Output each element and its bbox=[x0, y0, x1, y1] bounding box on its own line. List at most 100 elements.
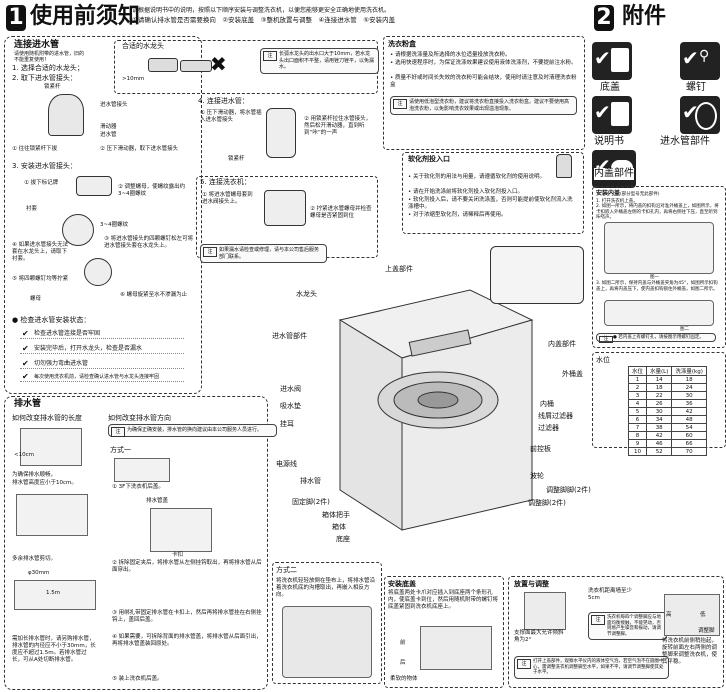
inlet-step-2: 2. 取下进水管接头： bbox=[12, 74, 77, 82]
inner-lid-title: 安装内盖(部分型号无此部件) bbox=[596, 189, 660, 198]
sub-step-1: ① 往往锁紧杆下拔 bbox=[12, 146, 58, 152]
washer-diagram bbox=[338, 289, 534, 531]
detergent-section bbox=[383, 36, 585, 150]
intro-line-1: 请根据说明书中的说明，按照以下顺序安装与调整洗衣机，以便您能够更安全正确地使用洗… bbox=[132, 7, 391, 14]
step-3-1: ① 拔下标记牌 bbox=[24, 180, 59, 186]
placement-illustration bbox=[524, 592, 566, 630]
method-1-step-1: ① 3F下洗衣机后盖。 bbox=[112, 484, 164, 490]
step-3-3: ③ 将进水管接头的四颗螺钉松左可将进水管接头套在水龙头上。 bbox=[104, 236, 194, 249]
note-icon: 注 bbox=[591, 615, 605, 625]
inner-lid-note-text: ● 若内盖上有螺钉孔，请按图示用螺钉固定。 bbox=[613, 335, 704, 340]
accessory-label: 内盖部件 bbox=[594, 168, 634, 180]
leveling-note-text: 洗衣机每四个调整脚应与地面均衡接触，不能晃动，否则易产生噪音和振动，请调节调整脚… bbox=[607, 615, 661, 637]
method-1-label: 方式一 bbox=[110, 446, 131, 454]
table-cell: 30 bbox=[646, 407, 673, 416]
inlet-hose-icon bbox=[695, 102, 717, 130]
table-cell: 46 bbox=[646, 439, 673, 448]
table-cell: 54 bbox=[671, 423, 707, 432]
adjust-foot-illustration bbox=[664, 594, 720, 636]
table-cell: 18 bbox=[671, 375, 707, 384]
multi-cut-label: 多余排水管剪切。 bbox=[12, 556, 57, 562]
base-install-text: 将底盖两处卡爪对应插入到底座两个条形孔内，使底盖卡到位，然后用随机附带的螺钉将底… bbox=[388, 590, 499, 610]
table-cell: 10 bbox=[627, 447, 648, 456]
table-cell: 5 bbox=[627, 407, 648, 416]
inlet-section-title: 连接进水管 bbox=[14, 40, 60, 50]
label-inner-cover: 内盖部件 bbox=[548, 340, 576, 348]
inlet-hose-section bbox=[4, 36, 202, 394]
adjust-note: 将洗衣机前侧稍抬起，旋转前面左右两侧的调整脚来调整洗衣机，使其平稳。 bbox=[662, 638, 718, 665]
lock-lever-label: 锁紧杆 bbox=[44, 84, 61, 90]
inner-lid-title-main: 安装内盖 bbox=[596, 190, 621, 197]
base-install-illustration bbox=[420, 626, 492, 670]
table-cell: 34 bbox=[646, 415, 673, 424]
dispenser-illustration bbox=[490, 246, 584, 304]
lock-lever-label-2: 锁紧杆 bbox=[228, 156, 245, 162]
table-cell: 52 bbox=[646, 447, 673, 456]
softener-section bbox=[402, 152, 584, 234]
check-item: 切勿强力弯曲进水管 bbox=[20, 360, 184, 369]
method-1-step-5: ⑤ 装上洗衣机后盖。 bbox=[112, 676, 163, 682]
nut-label: 螺母 bbox=[30, 296, 42, 302]
faucet-dimension: >10mm bbox=[122, 76, 145, 82]
drain-title: 排水管 bbox=[14, 399, 42, 409]
label-power-cord: 电源线 bbox=[276, 460, 297, 468]
accessory-label: 说明书 bbox=[594, 136, 624, 147]
table-cell: 4 bbox=[627, 399, 648, 408]
check-item: 检查进水管连接是否牢固 bbox=[20, 330, 184, 339]
softener-line: • 软化剂投入后，请不要关闭洗涤盖，否则可能提前使软化剂流入洗涤槽中。 bbox=[408, 197, 573, 210]
label-adjust-feet: 调整脚脚(2件) bbox=[546, 486, 591, 494]
table-cell: 38 bbox=[646, 423, 673, 432]
step-number-badge: 1 bbox=[6, 5, 26, 31]
label-water-seat: 吸水垫 bbox=[280, 402, 301, 410]
long-hose-note: 需加长排水管时，请另购排水管，排水管的内径应不小于30mm，长度应不超过1.5m… bbox=[12, 636, 96, 663]
label-inlet-parts: 进水管部件 bbox=[272, 332, 307, 340]
table-cell: 6 bbox=[627, 415, 648, 424]
inner-lid-fig2-illustration bbox=[604, 300, 714, 326]
step-4-1: ① 压下滑动器，将水管插入进水管接头 bbox=[200, 110, 262, 123]
inner-lid-step-3: 3. 如图二所示，保持内盖与外桶盖夹角为45°，如图所示扣钩盖上，再将内盖压下，… bbox=[596, 281, 718, 292]
softener-line: • 对于浓缩型软化剂，请稀释后再使用。 bbox=[408, 212, 507, 218]
accessory-label: 进水管部件 bbox=[660, 136, 710, 147]
base-install-section bbox=[384, 576, 504, 688]
screw-joint-illustration bbox=[84, 258, 112, 286]
soft-object-label: 柔软的物体 bbox=[390, 676, 418, 682]
sub-step-2: ② 压下滑动器，取下进水管接头 bbox=[100, 146, 179, 152]
accessories-title: 附件 bbox=[622, 4, 667, 29]
table-cell: 7 bbox=[627, 423, 648, 432]
table-cell: 22 bbox=[646, 391, 673, 400]
detergent-note: 注请使用低泡型洗衣粉，建议将洗衣粉直接投入洗衣粉盒。建议不要使用高泡洗衣粉，以免… bbox=[390, 96, 577, 115]
label-feet: 固定脚(2件) bbox=[292, 498, 330, 506]
detergent-line: • 质量不好或时间长失效的洗衣粉可能会结块，使用时请注意及时清理洗衣粉盒 bbox=[390, 75, 577, 88]
joint-illustration bbox=[62, 214, 94, 246]
method-2-label: 方式二 bbox=[276, 566, 297, 574]
table-cell: 36 bbox=[671, 399, 707, 408]
inlet-step-3: 3. 安装进水管接头： bbox=[12, 162, 77, 170]
faucet-note-text: 长弧水龙头的出水口大于10mm，若水龙头出口面积不平整，请用锉刀锉平，以免漏水。 bbox=[279, 51, 375, 70]
tilt-note: 支撑面最大允许倾斜角为2° bbox=[514, 630, 564, 643]
table-cell: 48 bbox=[671, 415, 707, 424]
front-label: 前 bbox=[400, 640, 406, 646]
step-3-2: ② 调整螺母，使螺纹露出约3~4圈螺纹 bbox=[118, 184, 186, 197]
step-3-6: ⑥ 螺母旋紧至水不渗漏为止 bbox=[120, 292, 188, 298]
label-drain-hose: 排水管 bbox=[300, 477, 321, 485]
valve-illustration bbox=[264, 190, 306, 226]
note-icon: 注 bbox=[517, 659, 531, 669]
hose-insert-illustration bbox=[266, 108, 296, 158]
high-label: 高 bbox=[666, 612, 672, 618]
back-label: 后 bbox=[400, 660, 406, 666]
inlet-hose-label: 进水管 bbox=[100, 132, 117, 138]
method-1-step-4: ④ 如果需要，可拆除背面的排水管盖，将排水管从后面引出，再将排水管盖装回原处。 bbox=[112, 634, 262, 647]
accessory-label: 底盖 bbox=[600, 82, 620, 93]
direction-note: 注为确保正确安装，排水管的换向建议由本公司服务人员进行。 bbox=[108, 424, 277, 437]
label-filter: 过滤器 bbox=[538, 424, 559, 432]
softener-title: 软化剂投入口 bbox=[408, 155, 450, 163]
connect-note-text: 如果漏水请检查或修理，请与本公司售后服务部门联系。 bbox=[219, 247, 320, 260]
method1-illustration-b bbox=[150, 508, 212, 552]
